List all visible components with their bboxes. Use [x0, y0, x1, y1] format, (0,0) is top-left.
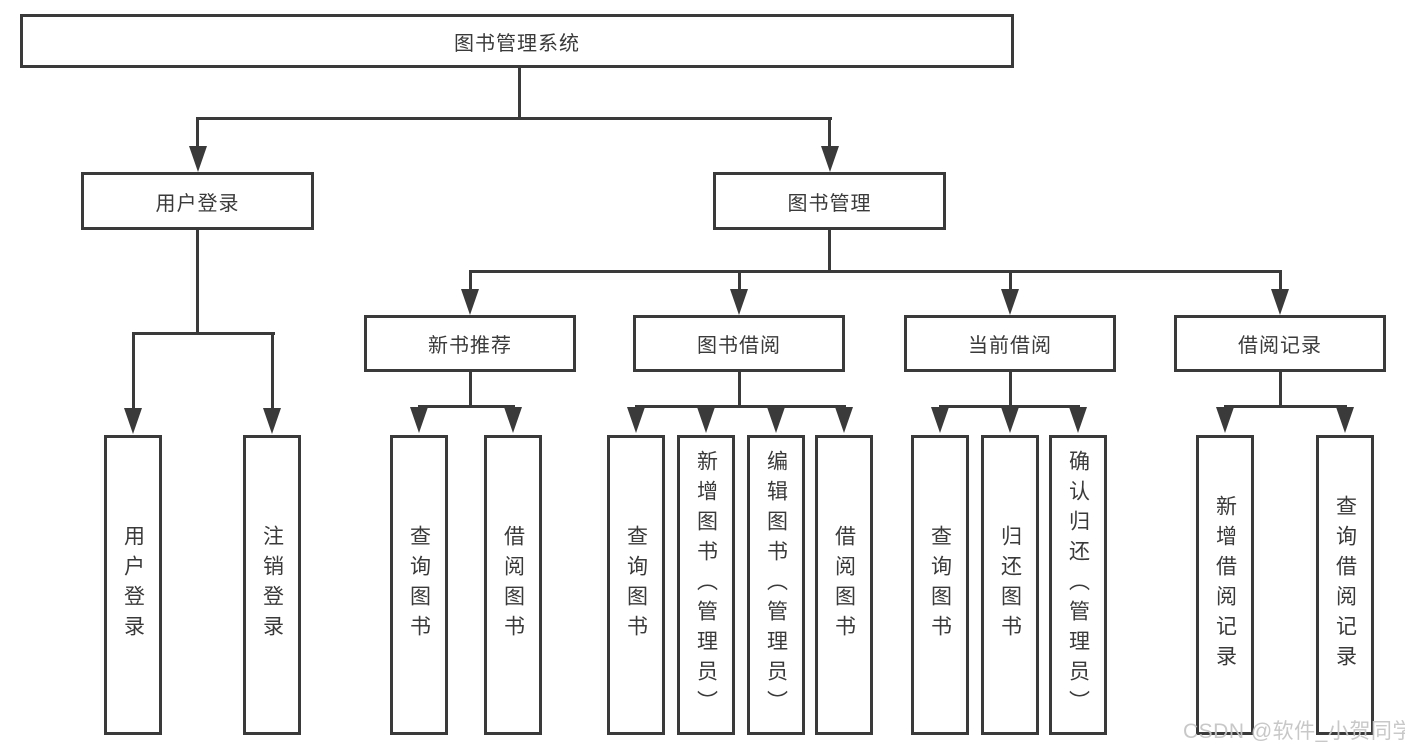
- leaf-borrow-books-2: 借阅图书: [815, 435, 873, 735]
- leaf-borrow-books-2-label: 借阅图书: [832, 525, 856, 645]
- leaf-add-book-admin: 新增图书（管理员）: [677, 435, 735, 735]
- node-book-borrow-label: 图书借阅: [697, 335, 781, 357]
- leaf-confirm-return-admin-label: 确认归还（管理员）: [1066, 450, 1090, 720]
- node-book-management-label: 图书管理: [787, 192, 872, 215]
- node-book-management: 图书管理: [713, 172, 946, 230]
- arrowhead-new-book: [461, 289, 479, 315]
- leaf-logout: 注销登录: [243, 435, 301, 735]
- connector-root-distributor: [196, 117, 832, 120]
- connector-drop-book-borrow: [737, 272, 741, 290]
- connector-borrow-records-distributor: [1223, 405, 1347, 408]
- connector-drop-leaf-user-login: [131, 334, 135, 409]
- arrowhead-leaf-add-book: [697, 407, 715, 433]
- connector-current-borrow-distributor: [938, 405, 1080, 408]
- arrowhead-leaf-edit-book: [767, 407, 785, 433]
- arrowhead-leaf-return-book: [1001, 407, 1019, 433]
- arrowhead-current-borrow: [1001, 289, 1019, 315]
- connector-drop-leaf-logout: [270, 334, 274, 409]
- connector-book-borrow-distributor: [634, 405, 846, 408]
- arrowhead-leaf-logout: [263, 408, 281, 434]
- leaf-query-books-1: 查询图书: [390, 435, 448, 735]
- leaf-user-login: 用户登录: [104, 435, 162, 735]
- leaf-add-borrow-record: 新增借阅记录: [1196, 435, 1254, 735]
- leaf-edit-book-admin-label: 编辑图书（管理员）: [764, 450, 788, 720]
- connector-book-management-stem: [828, 229, 831, 273]
- arrowhead-leaf-confirm-return: [1069, 407, 1087, 433]
- leaf-query-books-1-label: 查询图书: [407, 525, 431, 645]
- leaf-borrow-books-1: 借阅图书: [484, 435, 542, 735]
- leaf-add-borrow-record-label: 新增借阅记录: [1213, 495, 1237, 675]
- node-user-login-label: 用户登录: [155, 192, 240, 215]
- connector-drop-book-management: [828, 119, 831, 148]
- arrowhead-leaf-borrow-books-1: [504, 407, 522, 433]
- node-new-book-recommend-label: 新书推荐: [428, 335, 512, 357]
- leaf-query-books-2: 查询图书: [607, 435, 665, 735]
- arrowhead-leaf-query-record: [1336, 407, 1354, 433]
- connector-book-borrow-stem: [737, 370, 741, 407]
- connector-user-login-distributor: [131, 332, 275, 335]
- arrowhead-leaf-add-record: [1216, 407, 1234, 433]
- connector-root-stem: [518, 66, 521, 119]
- csdn-watermark: CSDN @软件_小贺同学: [1183, 720, 1405, 743]
- arrowhead-leaf-borrow-books-2: [835, 407, 853, 433]
- connector-drop-current-borrow: [1008, 272, 1012, 290]
- connector-current-borrow-stem: [1008, 370, 1012, 407]
- node-borrow-records: 借阅记录: [1174, 315, 1386, 372]
- connector-drop-user-login: [196, 119, 199, 148]
- node-book-borrow: 图书借阅: [633, 315, 845, 372]
- arrowhead-leaf-user-login: [124, 408, 142, 434]
- leaf-add-book-admin-label: 新增图书（管理员）: [694, 450, 718, 720]
- arrowhead-user-login: [188, 146, 207, 172]
- leaf-query-books-3: 查询图书: [911, 435, 969, 735]
- node-new-book-recommend: 新书推荐: [364, 315, 576, 372]
- connector-user-login-stem: [196, 229, 199, 335]
- leaf-edit-book-admin: 编辑图书（管理员）: [747, 435, 805, 735]
- connector-new-book-distributor: [417, 405, 515, 408]
- node-current-borrow: 当前借阅: [904, 315, 1116, 372]
- leaf-query-books-3-label: 查询图书: [928, 525, 952, 645]
- leaf-return-book-label: 归还图书: [998, 525, 1022, 645]
- arrowhead-leaf-query-books-3: [931, 407, 949, 433]
- node-current-borrow-label: 当前借阅: [968, 335, 1052, 357]
- connector-drop-borrow-records: [1278, 272, 1282, 290]
- connector-borrow-records-stem: [1278, 370, 1282, 407]
- node-root: 图书管理系统: [20, 14, 1014, 68]
- arrowhead-leaf-query-books-1: [410, 407, 428, 433]
- arrowhead-leaf-query-books-2: [627, 407, 645, 433]
- connector-drop-new-book: [468, 272, 472, 290]
- leaf-logout-label: 注销登录: [260, 525, 284, 645]
- arrowhead-book-management: [820, 146, 839, 172]
- leaf-return-book: 归还图书: [981, 435, 1039, 735]
- connector-book-management-distributor: [468, 270, 1282, 273]
- leaf-query-borrow-record: 查询借阅记录: [1316, 435, 1374, 735]
- leaf-query-books-2-label: 查询图书: [624, 525, 648, 645]
- leaf-confirm-return-admin: 确认归还（管理员）: [1049, 435, 1107, 735]
- arrowhead-borrow-records: [1271, 289, 1289, 315]
- arrowhead-book-borrow: [730, 289, 748, 315]
- node-borrow-records-label: 借阅记录: [1238, 335, 1322, 357]
- leaf-query-borrow-record-label: 查询借阅记录: [1333, 495, 1357, 675]
- leaf-borrow-books-1-label: 借阅图书: [501, 525, 525, 645]
- leaf-user-login-label: 用户登录: [121, 525, 145, 645]
- connector-new-book-stem: [468, 370, 472, 407]
- node-user-login: 用户登录: [81, 172, 314, 230]
- node-root-label: 图书管理系统: [454, 32, 580, 55]
